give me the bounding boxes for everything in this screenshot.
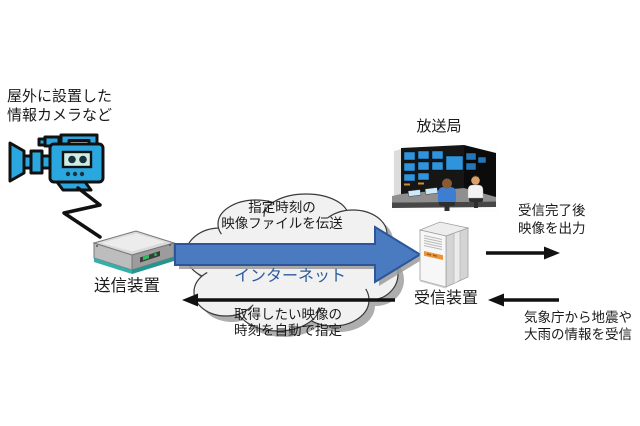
zigzag-cable-icon (62, 186, 102, 239)
output-caption-line1: 受信完了後 (518, 203, 586, 218)
sender-device-label: 送信装置 (94, 277, 160, 295)
output-right-arrow-icon (486, 246, 560, 260)
output-caption-line2: 映像を出力 (518, 221, 586, 236)
weather-left-arrow-icon (488, 293, 559, 307)
request-left-arrow-icon (182, 293, 395, 307)
upload-caption: 指定時刻の 映像ファイルを伝送 (197, 200, 367, 231)
output-caption: 受信完了後 映像を出力 (518, 202, 608, 238)
station-label: 放送局 (416, 118, 462, 135)
outdoor-camera-caption: 屋外に設置した 情報カメラなど (7, 88, 112, 125)
sender-box-icon (92, 230, 176, 274)
receiver-device-label: 受信装置 (413, 290, 478, 307)
outdoor-camera-caption-line2: 情報カメラなど (7, 106, 113, 124)
internet-label: インターネット (233, 268, 346, 285)
big-right-arrow-icon (174, 225, 423, 286)
upload-caption-line2: 映像ファイルを伝送 (221, 215, 343, 231)
request-caption-line2: 時刻を自動で指定 (234, 322, 342, 338)
weather-caption-line2: 大雨の情報を受信 (524, 326, 632, 342)
weather-caption-line1: 気象庁から地震や (524, 310, 632, 325)
receiver-tower-icon (418, 221, 470, 289)
outdoor-camera-caption-line1: 屋外に設置した (7, 88, 113, 105)
upload-caption-line1: 指定時刻の (248, 200, 316, 215)
request-caption: 取得したい映像の 時刻を自動で指定 (203, 307, 373, 338)
video-camera-icon (8, 133, 105, 192)
weather-caption: 気象庁から地震や 大雨の情報を受信 (524, 310, 640, 343)
request-caption-line1: 取得したい映像の (234, 307, 342, 322)
control-room-illustration (392, 144, 498, 212)
